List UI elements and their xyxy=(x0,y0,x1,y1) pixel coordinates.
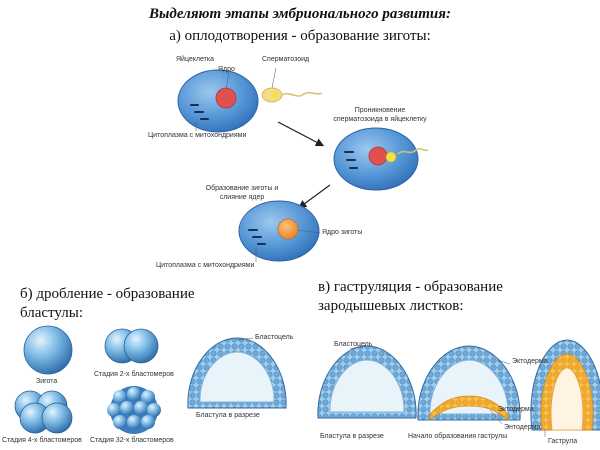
zygote-formation-line2: слияние ядер xyxy=(219,194,265,201)
nucleus-label: Ядро xyxy=(218,66,235,73)
zygote-nucleus-label: Ядро зиготы xyxy=(322,229,363,236)
zygote-sphere xyxy=(23,325,73,375)
blastocoel-label-c: Бластоцель xyxy=(334,341,373,348)
arrow-1 xyxy=(277,121,325,147)
sperm-cell xyxy=(261,87,323,103)
zygote-formation-label: Образование зиготы и слияние ядер xyxy=(190,184,294,202)
arrow-2 xyxy=(298,184,331,209)
zygote-sphere-label: Зигота xyxy=(36,378,58,385)
stage-b-heading-line2: бластулы: xyxy=(20,305,83,321)
egg-label: Яйцеклетка xyxy=(176,56,214,63)
penetration-label-line1: Проникновение xyxy=(354,107,406,114)
stage-b-heading-line1: б) дробление - образование xyxy=(20,286,195,302)
blastula-section-label-b: Бластула в разрезе xyxy=(196,412,260,419)
gastrula xyxy=(530,339,600,431)
early-gastrula xyxy=(417,345,521,421)
cytoplasm2-label: Цитоплазма с митохондриями xyxy=(156,262,255,269)
penetration-label: Проникновение сперматозоида в яйцеклетку xyxy=(320,106,440,124)
stage2-label: Стадия 2-х бластомеров xyxy=(94,371,174,378)
stage32-label: Стадия 32-х бластомеров xyxy=(90,437,174,444)
blastula-section-label-c: Бластула в разрезе xyxy=(320,433,384,440)
stage-c-heading-line2: зародышевых листков: xyxy=(318,298,464,314)
endoderm-label: Энтодерма xyxy=(504,424,541,431)
zygote-cell xyxy=(238,200,320,262)
egg-cell-1 xyxy=(177,69,259,133)
stage-b-heading: б) дробление - образование бластулы: xyxy=(20,285,195,323)
page-title: Выделяют этапы эмбрионального развития: xyxy=(148,6,451,22)
start-gastrula-label: Начало образования гаструлы xyxy=(408,433,508,440)
ectoderm-label: Эктодерма xyxy=(512,358,548,365)
thirtytwo-blastomeres xyxy=(107,386,161,434)
stage-c-heading: в) гаструляция - образование зародышевых… xyxy=(318,278,503,316)
cytoplasm-label: Цитоплазма с митохондриями xyxy=(148,132,247,139)
ectoderm2-label: Эктодерма xyxy=(498,406,534,413)
sperm-label: Сперматозоид xyxy=(262,56,310,63)
stage-a-heading: а) оплодотворения - образование зиготы: xyxy=(169,28,431,44)
blastula-section-c xyxy=(317,345,417,419)
gastrula-label: Гаструла xyxy=(548,438,578,445)
blastula-section-b xyxy=(187,337,287,409)
zygote-formation-line1: Образование зиготы и xyxy=(205,185,279,192)
stage4-label: Стадия 4-х бластомеров xyxy=(2,437,82,444)
two-blastomeres xyxy=(104,328,159,364)
penetration-label-line2: сперматозоида в яйцеклетку xyxy=(333,116,427,123)
egg-cell-2 xyxy=(333,127,429,191)
four-blastomeres xyxy=(14,390,73,434)
stage-c-heading-line1: в) гаструляция - образование xyxy=(318,279,503,295)
blastocoel-label-b: Бластоцель xyxy=(255,334,294,341)
